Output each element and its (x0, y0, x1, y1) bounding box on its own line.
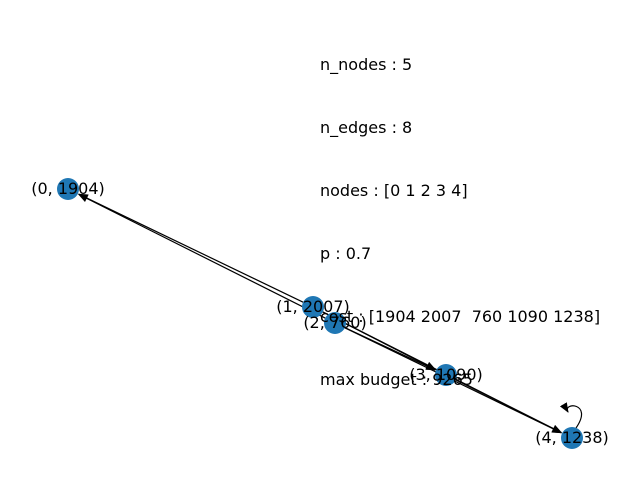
node-label-2: (2, 760) (303, 313, 366, 332)
node-1 (302, 296, 324, 318)
node-4 (561, 427, 583, 449)
info-max-budget: max budget : 9265 (320, 370, 473, 389)
info-n-edges: n_edges : 8 (320, 118, 413, 137)
nodes-layer (57, 178, 583, 449)
info-nodes: nodes : [0 1 2 3 4] (320, 181, 468, 200)
edge-4-4 (559, 402, 583, 429)
info-n-nodes: n_nodes : 5 (320, 55, 413, 74)
labels-layer: (0, 1904) (1, 2007)(2, 760) (3, 1090) (4, 1… (31, 179, 609, 447)
info-cost: cost : [1904 2007 760 1090 1238] (320, 307, 601, 326)
graph-info-panel: n_nodes : 5 n_edges : 8 nodes : [0 1 2 3… (320, 12, 600, 411)
node-2 (324, 312, 346, 334)
node-label-4: (4, 1238) (535, 428, 609, 447)
edge-2-0 (77, 193, 326, 319)
node-3 (435, 364, 457, 386)
node-0 (57, 178, 79, 200)
edge-3-4 (455, 379, 563, 434)
node-label-0: (0, 1904) (31, 179, 105, 198)
node-label-1: (1, 2007) (276, 297, 350, 316)
edge-1-0 (77, 193, 304, 303)
node-label-3: (3, 1090) (409, 365, 483, 384)
info-p: p : 0.7 (320, 244, 372, 263)
